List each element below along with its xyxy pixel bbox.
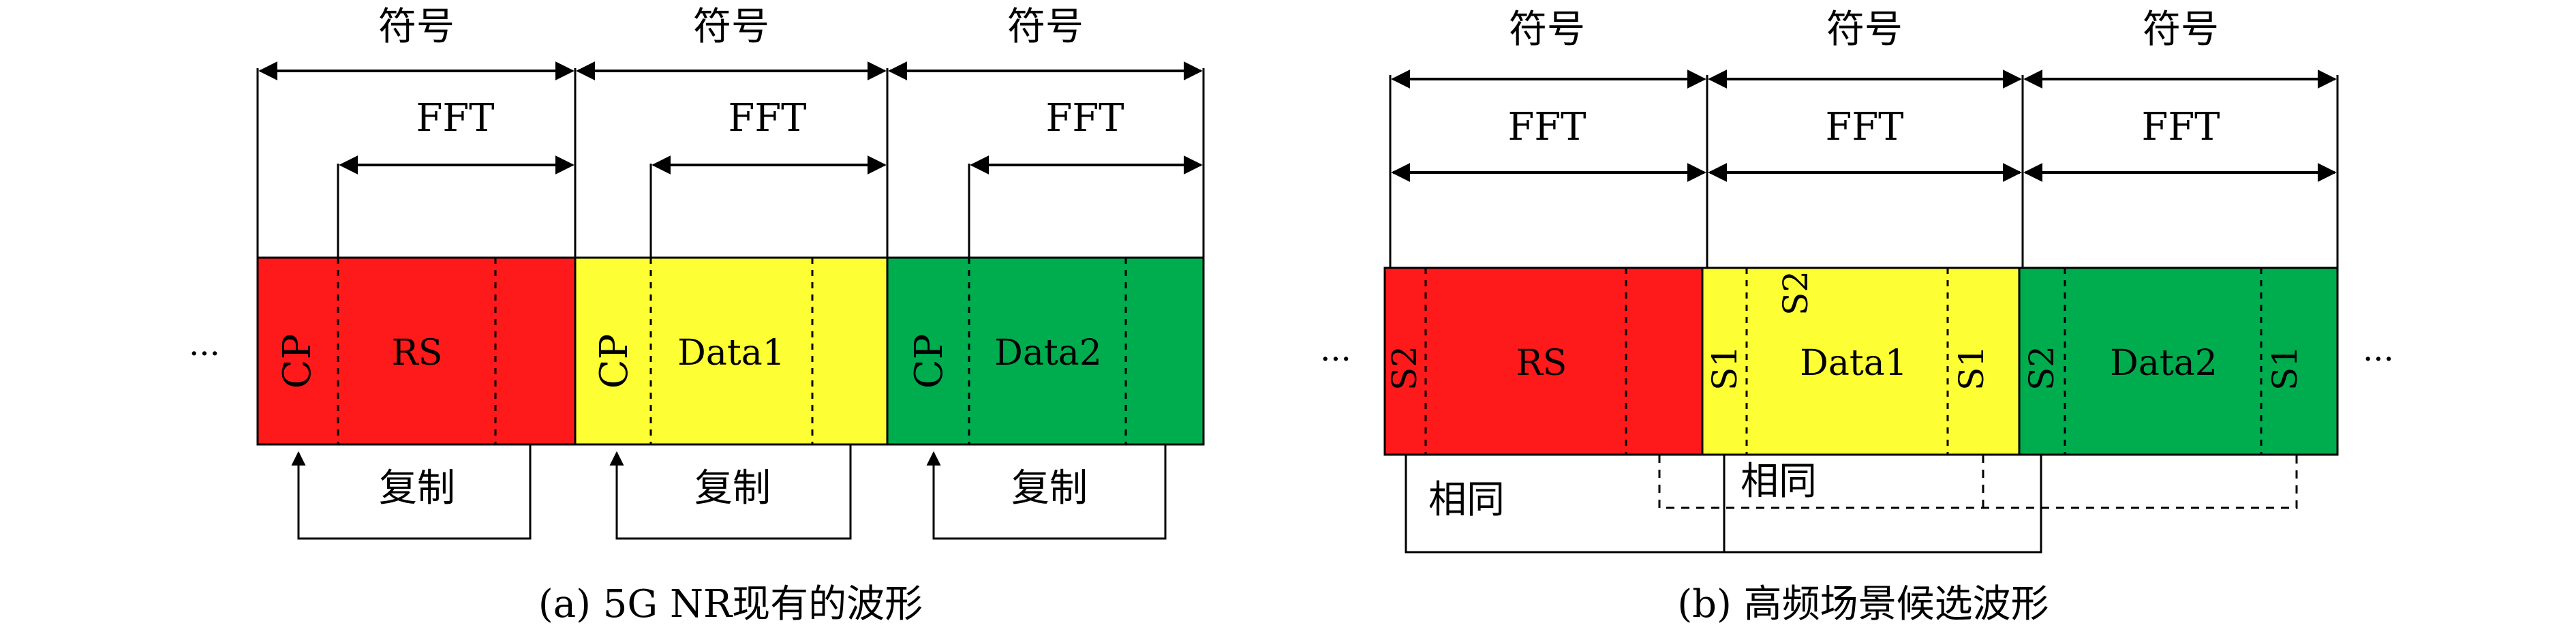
panel-a-copy-loops <box>291 444 1167 540</box>
panel-b-s2-tag-data1-top: S2 <box>1776 271 1815 316</box>
panel-b-s1-tag-data2: S1 <box>2265 346 2305 391</box>
panel-a-symbol-label-3: 符号 <box>1007 5 1084 49</box>
panel-b-ellipsis-left: ··· <box>1320 340 1351 378</box>
panel-a-copy-label-3: 复制 <box>1011 466 1088 511</box>
panel-a-fft-label-3: FFT <box>1045 96 1124 140</box>
panel-b-fft-label-1: FFT <box>1507 105 1586 149</box>
panel-b-data2-block <box>2018 267 2339 456</box>
panel-a-rs-label: RS <box>392 333 443 374</box>
panel-b-data1-label: Data1 <box>1800 343 1907 384</box>
panel-b-same-label-2: 相同 <box>1741 459 1817 504</box>
panel-a-fft-label-1: FFT <box>416 96 494 140</box>
panel-a: ··· 符号 符号 符号 FFT FFT FFT CP CP CP RS Dat… <box>189 5 1205 626</box>
panel-a-symbol-label-1: 符号 <box>378 5 455 49</box>
panel-b-fft-label-2: FFT <box>1825 105 1903 149</box>
panel-b-s2-tag-data2: S2 <box>2022 346 2061 391</box>
panel-a-copy-label-2: 复制 <box>694 466 771 511</box>
panel-b-s2-tag-rs: S2 <box>1385 346 1424 391</box>
panel-b-symbol-label-2: 符号 <box>1826 7 1903 52</box>
panel-a-caption: (a) 5G NR现有的波形 <box>538 582 923 626</box>
panel-a-cp-label-2: CP <box>592 334 637 389</box>
panel-a-copy-label-1: 复制 <box>379 466 455 511</box>
panel-a-rs-block <box>256 256 577 446</box>
panel-a-data2-label: Data2 <box>994 333 1102 374</box>
panel-b-same-label-1: 相同 <box>1428 478 1505 522</box>
panel-b-ellipsis-right: ··· <box>2363 340 2394 378</box>
panel-a-cp-label-1: CP <box>275 334 320 389</box>
panel-b-rs-label: RS <box>1516 343 1567 384</box>
panel-a-boundaries <box>256 68 1205 258</box>
panel-b-fft-label-3: FFT <box>2141 105 2220 149</box>
panel-b: ··· ··· 符号 符号 符号 FFT FFT FFT S2 RS S1 S2… <box>1320 7 2394 626</box>
panel-b-s1-tag-data1-right: S1 <box>1952 346 1991 391</box>
panel-b-same-bracket-solid <box>1405 455 2042 554</box>
panel-a-symbol-label-2: 符号 <box>693 5 769 49</box>
panel-a-fft-label-2: FFT <box>728 96 806 140</box>
panel-a-data1-label: Data1 <box>677 333 785 374</box>
panel-b-data2-label: Data2 <box>2110 343 2218 384</box>
panel-b-s1-tag-data1-left: S1 <box>1705 346 1745 391</box>
panel-b-rs-block <box>1383 267 1704 456</box>
panel-b-symbol-label-3: 符号 <box>2143 7 2219 52</box>
panel-a-ellipsis: ··· <box>189 335 220 373</box>
panel-b-caption: (b) 高频场景候选波形 <box>1677 582 2049 626</box>
panel-b-boundaries <box>1389 75 2339 268</box>
panel-b-data1-block <box>1701 267 2021 456</box>
panel-a-cp-label-3: CP <box>907 334 951 389</box>
panel-a-data1-block <box>574 256 889 446</box>
panel-b-symbol-label-1: 符号 <box>1509 7 1585 52</box>
panel-a-data2-block <box>886 256 1205 446</box>
